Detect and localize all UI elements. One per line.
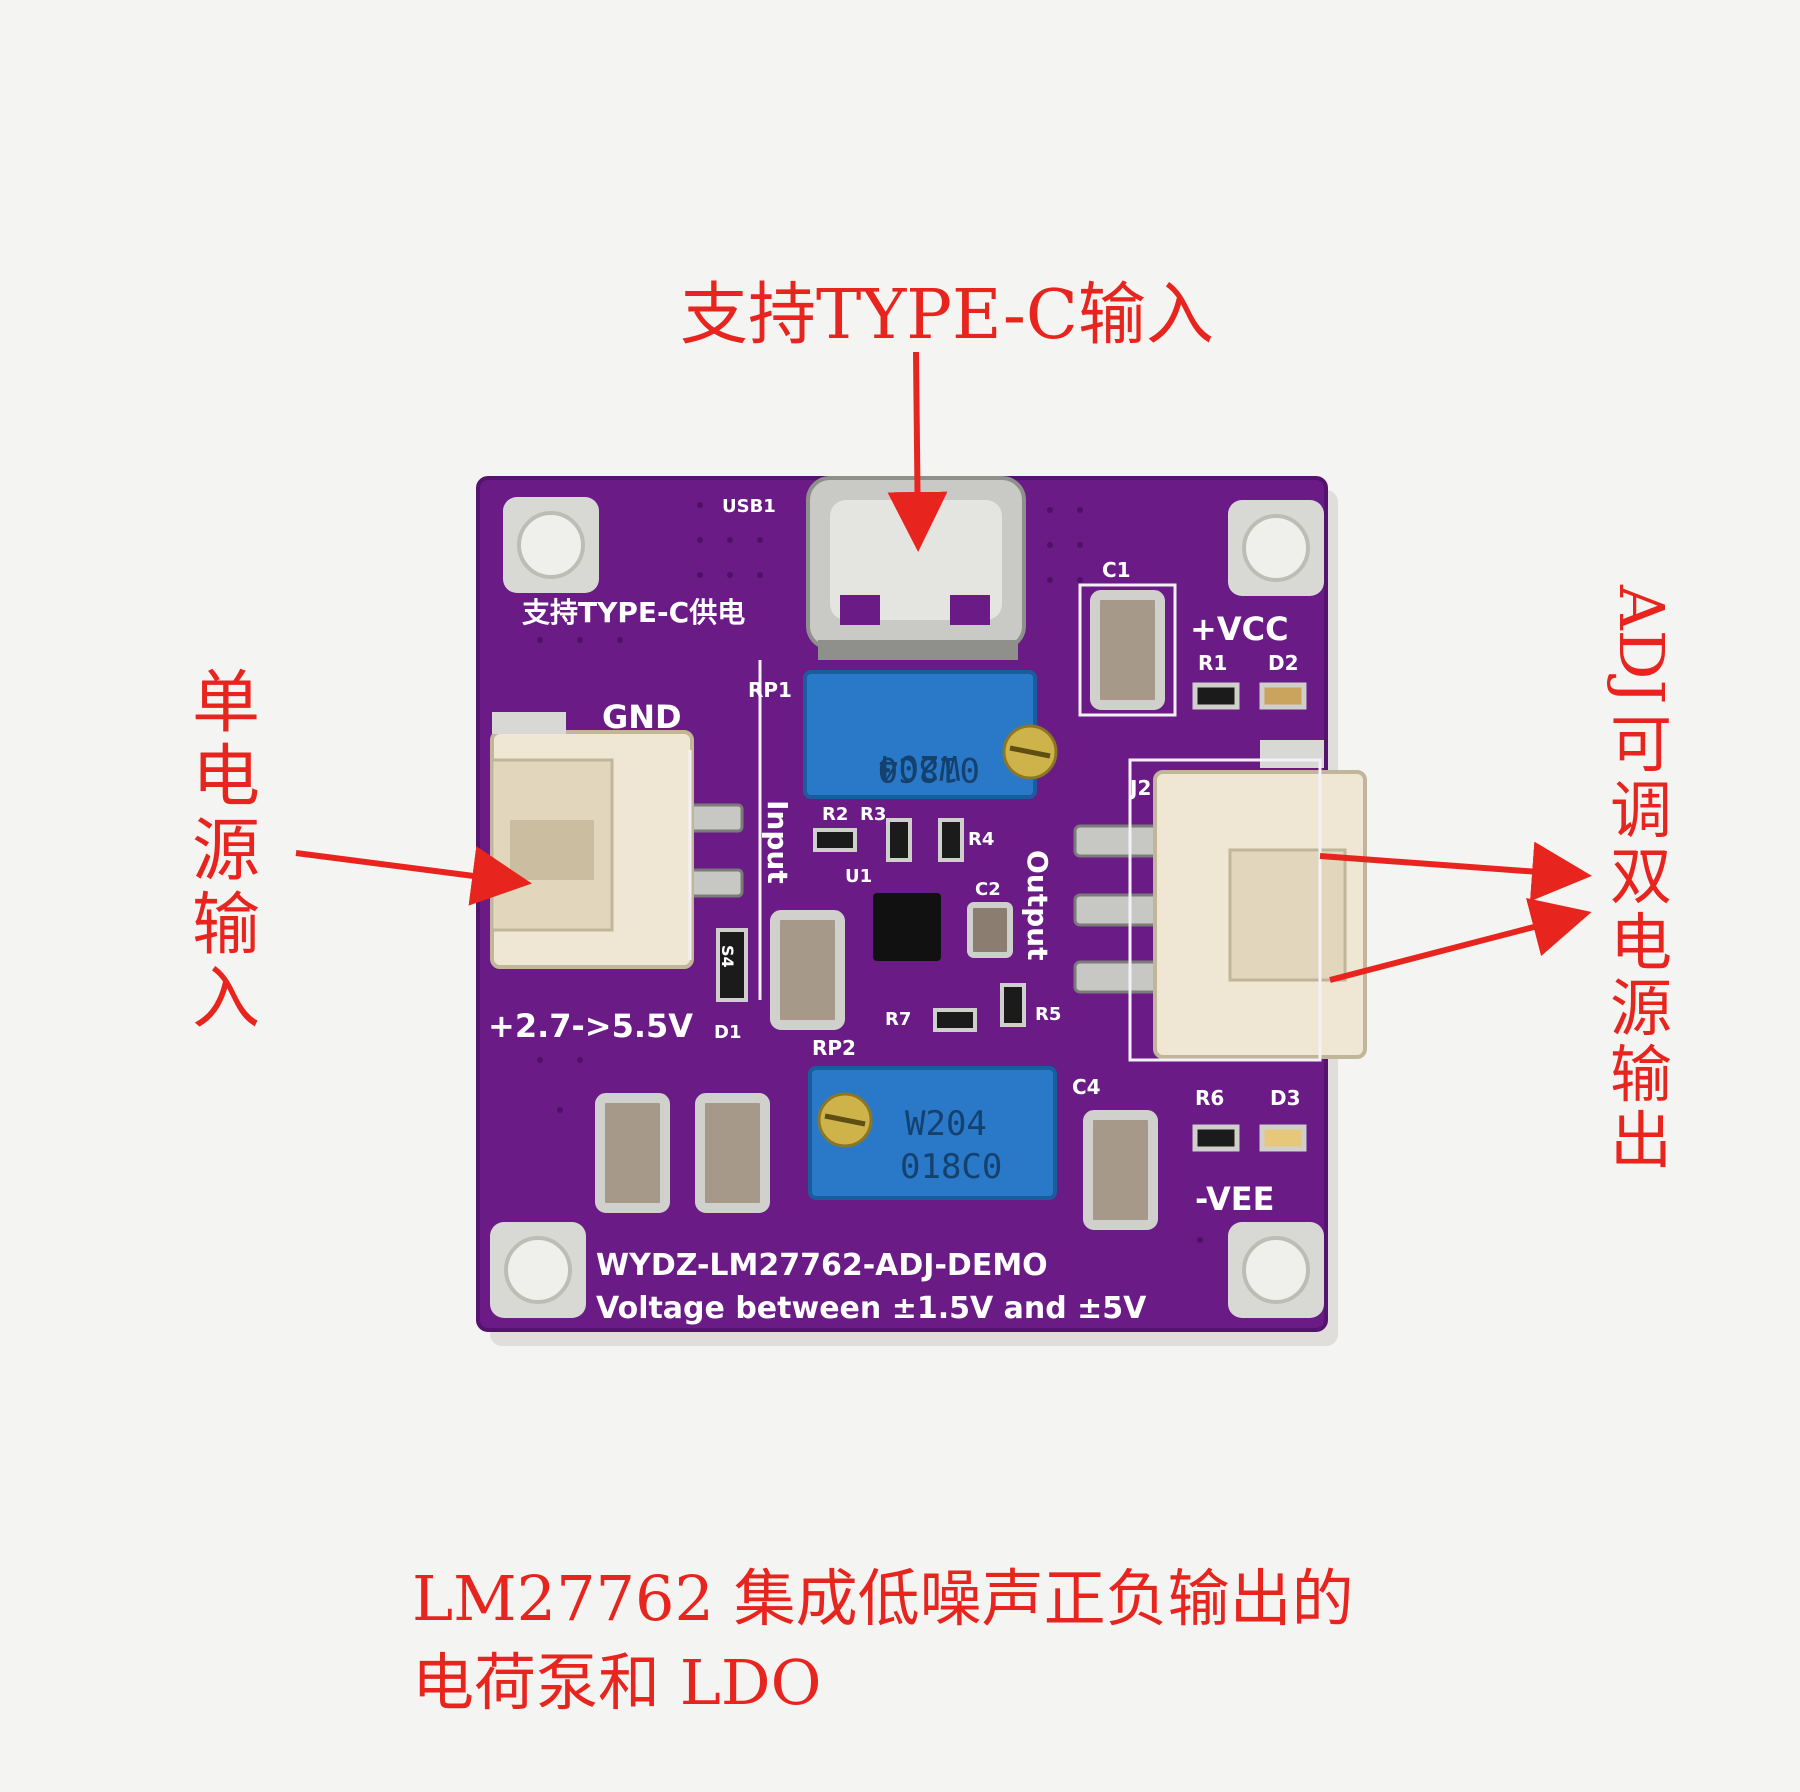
potentiometer-rp1: 018C0 W204 (803, 670, 1058, 799)
usb-ref-label: USB1 (722, 496, 776, 517)
type-c-supply-label: 支持TYPE-C供电 (522, 596, 745, 629)
output-arrow-upper (1319, 841, 1592, 902)
rp2-label: RP2 (812, 1036, 856, 1060)
annotation-char: 入 (192, 960, 261, 1039)
single-supply-input-annotation: 单 电 源 输 入 (192, 670, 260, 1034)
annotation-char: 调 (1610, 774, 1673, 848)
r6-label: R6 (1195, 1086, 1224, 1110)
annotation-char: 单 (192, 664, 261, 743)
annotation-char: 双 (1610, 840, 1673, 914)
r3-label: R3 (860, 804, 886, 825)
caption-line-2: 电荷泵和 LDO (412, 1646, 822, 1719)
board-title-line1: WYDZ-LM27762-ADJ-DEMO (596, 1248, 1048, 1283)
output-arrow-lower (1329, 898, 1592, 983)
caption-line-1: LM27762 集成低噪声正负输出的 (412, 1562, 1354, 1635)
annotation-char: 出 (1610, 1104, 1673, 1178)
potentiometer-rp2: W204 018C0 (808, 1066, 1057, 1200)
r2-label: R2 (822, 804, 848, 825)
mounting-hole-br (1228, 1222, 1324, 1318)
mounting-hole-tl (503, 497, 599, 593)
annotation-arrows (295, 351, 1592, 983)
board-title-line2: Voltage between ±1.5V and ±5V (596, 1291, 1147, 1326)
smd-parts (716, 682, 1307, 1152)
d3-label: D3 (1270, 1086, 1301, 1110)
output-connector (1073, 740, 1367, 1059)
c1-label: C1 (1102, 558, 1131, 582)
r4-label: R4 (968, 829, 994, 850)
annotation-adj: ADJ (1605, 585, 1678, 705)
via-dots (537, 502, 1243, 1243)
gnd-label: GND (602, 698, 682, 736)
r1-label: R1 (1198, 651, 1227, 675)
annotation-char: 输 (192, 886, 261, 965)
usb-c-connector (806, 476, 1026, 660)
silkscreen-outlines (688, 583, 1322, 1062)
mounting-hole-tr (1228, 500, 1324, 596)
type-c-input-annotation: 支持TYPE-C输入 (680, 276, 1214, 355)
capacitors (595, 590, 1165, 1230)
vcc-label: +VCC (1190, 610, 1289, 648)
c2-label: C2 (975, 879, 1001, 900)
rp2-marking-line2: W204 (905, 1104, 987, 1144)
annotation-char: 可 (1610, 708, 1673, 782)
rp1-marking-line1: 018C0 (878, 749, 980, 789)
u1-label: U1 (845, 866, 872, 887)
rp2-marking-line1: 018C0 (900, 1147, 1002, 1187)
annotation-char: 源 (192, 812, 261, 891)
type-c-arrow (887, 351, 948, 552)
mounting-hole-bl (490, 1222, 586, 1318)
annotation-char: 输 (1610, 1038, 1673, 1112)
c4-label: C4 (1072, 1075, 1101, 1099)
adj-dual-supply-output-annotation: ADJ 可 调 双 电 源 输 出 (1605, 585, 1678, 1178)
rp1-label: RP1 (748, 678, 792, 702)
d1-label: D1 (714, 1022, 741, 1043)
j2-label: J2 (1128, 776, 1151, 800)
vee-label: -VEE (1195, 1180, 1274, 1218)
d2-label: D2 (1268, 651, 1299, 675)
annotation-char: 源 (1610, 972, 1673, 1046)
output-label: Output (1021, 850, 1054, 960)
r7-label: R7 (885, 1009, 911, 1030)
input-range-label: +2.7->5.5V (488, 1007, 693, 1045)
r5-label: R5 (1035, 1004, 1061, 1025)
annotation-char: 电 (192, 738, 261, 817)
s4-label: S4 (718, 945, 737, 968)
annotation-char: 电 (1610, 906, 1673, 980)
rp1-marking-line2: W204 (878, 747, 960, 787)
input-arrow (295, 846, 532, 906)
input-label: Input (761, 800, 794, 884)
